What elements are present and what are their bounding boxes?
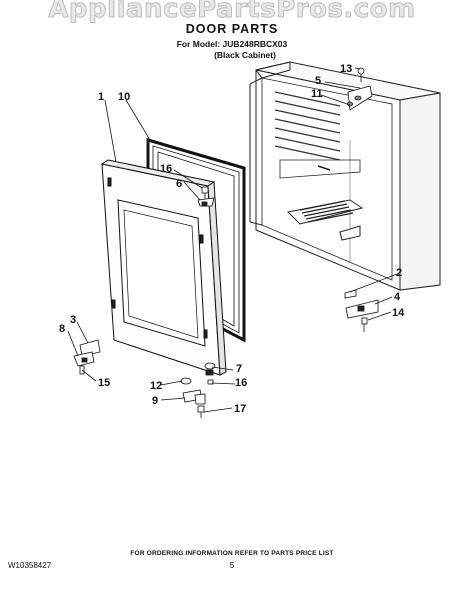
- callout-8: 8: [59, 323, 65, 335]
- callout-16-top: 16: [160, 163, 172, 175]
- leader-lines: [67, 67, 398, 413]
- callout-7: 7: [236, 363, 242, 375]
- callout-17: 17: [234, 403, 246, 415]
- variant-line: (Black Cabinet): [214, 50, 276, 60]
- callout-16-bottom: 16: [235, 377, 247, 389]
- callout-6: 6: [176, 178, 182, 190]
- callout-2: 2: [396, 267, 402, 279]
- callout-15: 15: [98, 377, 110, 389]
- callout-11: 11: [311, 88, 323, 100]
- watermark: AppliancePartsPros.com: [48, 0, 416, 25]
- cabinet-drawing: [249, 61, 441, 291]
- page-title: DOOR PARTS: [185, 22, 279, 36]
- callout-14: 14: [392, 307, 405, 319]
- callout-5: 5: [315, 75, 321, 87]
- callout-10: 10: [118, 91, 130, 103]
- model-line: For Model: JUB248RBCX03: [176, 39, 288, 49]
- hardware-parts: [73, 67, 379, 418]
- callout-labels: 1 10 16 6 13 5 11 2 4 14 3 8 15 7 16 12 …: [59, 63, 405, 415]
- callout-13: 13: [340, 63, 352, 75]
- callout-4: 4: [394, 291, 401, 303]
- callout-12: 12: [150, 380, 162, 392]
- callout-9: 9: [152, 395, 158, 407]
- ordering-note: FOR ORDERING INFORMATION REFER TO PARTS …: [130, 550, 334, 557]
- callout-3: 3: [70, 314, 76, 326]
- callout-1: 1: [98, 91, 104, 103]
- door-frame-drawing: [100, 159, 227, 376]
- page-number: 5: [229, 561, 235, 570]
- document-number: W10358427: [8, 561, 52, 570]
